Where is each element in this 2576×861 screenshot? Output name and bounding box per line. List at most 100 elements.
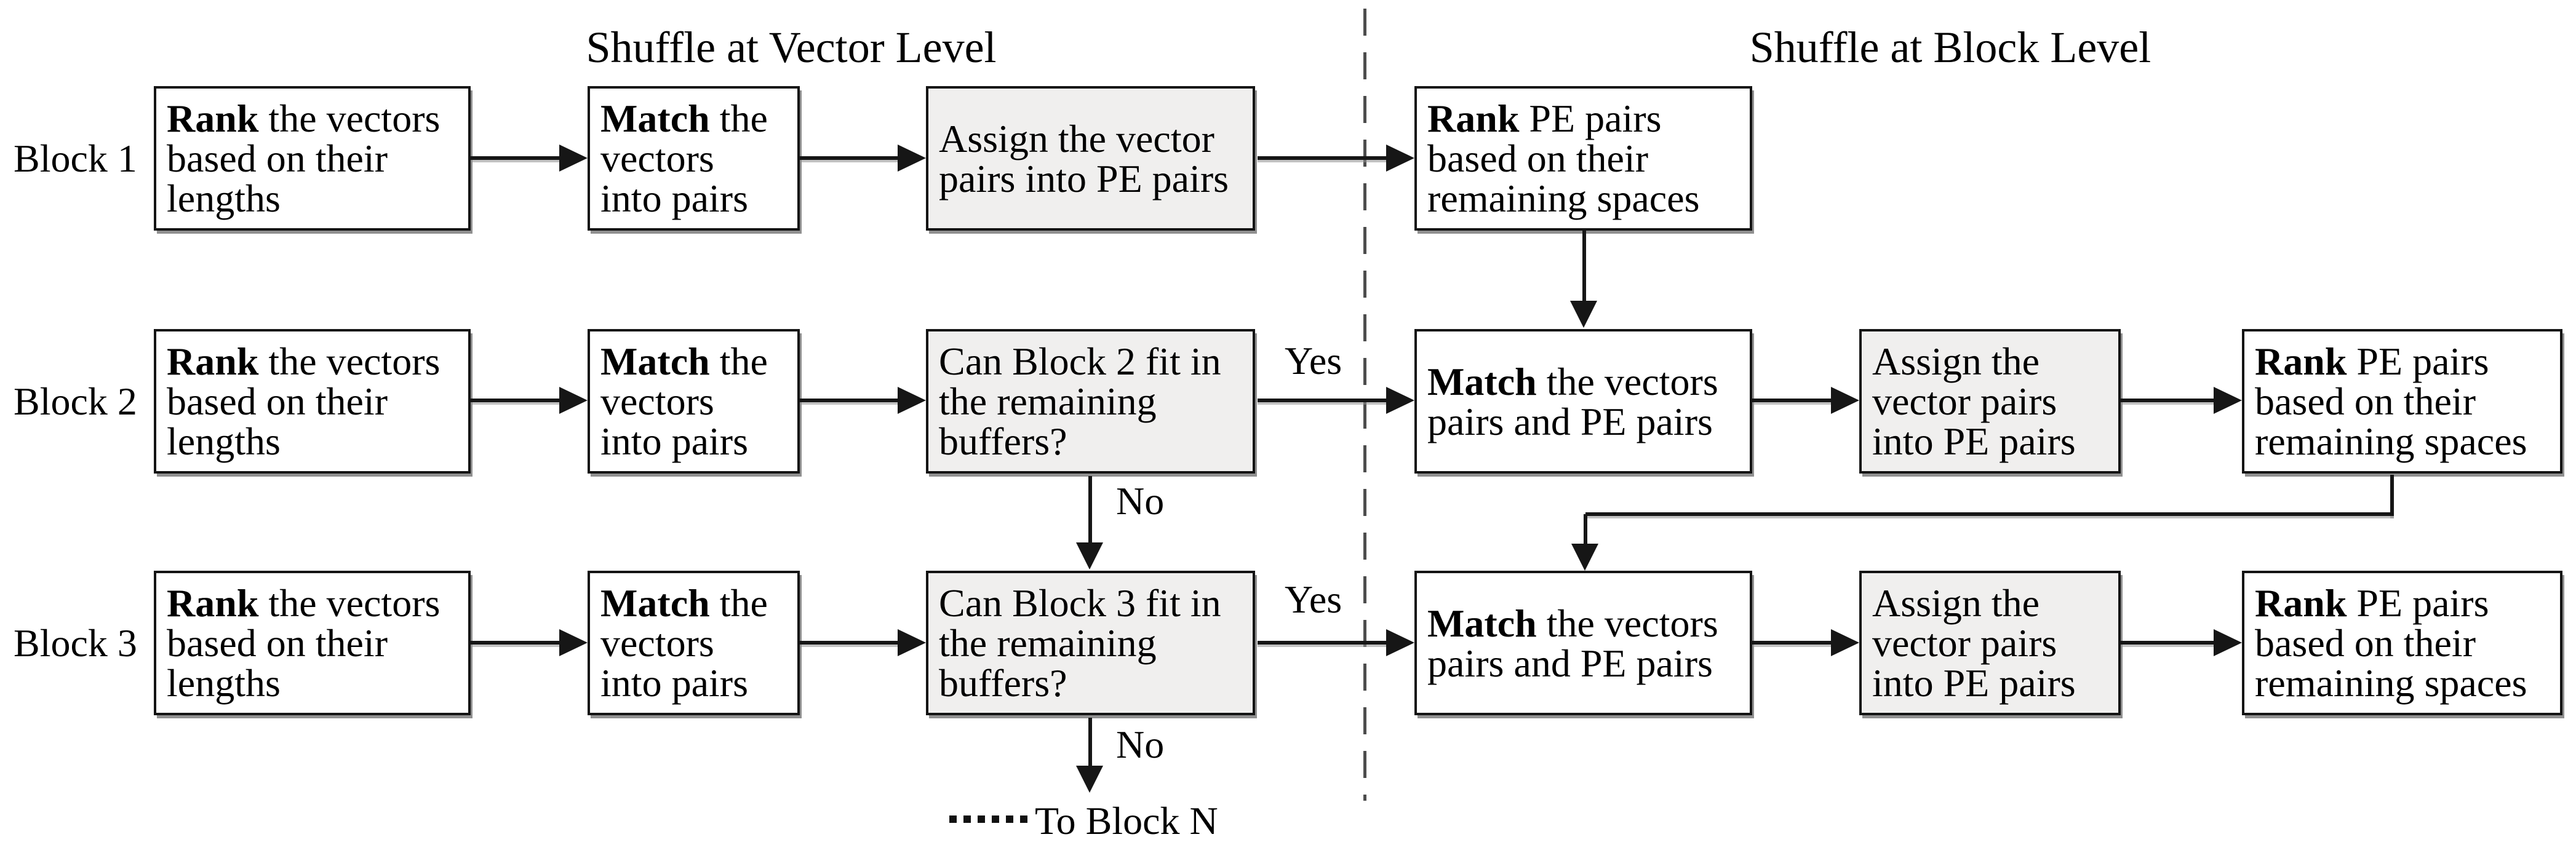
dot (963, 815, 971, 823)
arrow-right-icon (1258, 144, 1414, 172)
node-can-block3-fit: Can Block 3 fit in the remaining buffers… (926, 571, 1255, 715)
node-line: Assign the vector (939, 116, 1214, 161)
section-divider-dashed-line (1363, 9, 1366, 801)
node-line: lengths (167, 661, 281, 705)
arrow-right-icon (471, 144, 588, 172)
arrow-down-no-icon (1076, 718, 1104, 793)
node-rank-pe-pairs-row3: Rank PE pairs based on their remaining s… (2242, 571, 2562, 715)
node-match-pairs-row2: Match the vectors pairs and PE pairs (1414, 329, 1752, 474)
arrow-right-icon (800, 629, 926, 657)
arrow-right-icon (1752, 629, 1859, 657)
arrow-right-icon (2121, 629, 2242, 657)
node-line: Can Block 2 fit in (939, 339, 1221, 383)
node-assign-vector-pairs-row3: Assign the vector pairs into PE pairs (1859, 571, 2121, 715)
node-line: pairs and PE pairs (1427, 641, 1713, 685)
dot (1006, 815, 1013, 823)
edge-label-no-row3: No (1116, 723, 1165, 766)
node-line: based on their (167, 621, 388, 665)
arrow-right-icon (800, 386, 926, 415)
arrow-right-yes-icon (1258, 386, 1414, 415)
node-line: Match the (600, 341, 795, 381)
arrow-down-icon (1571, 514, 1600, 571)
arrow-right-icon (471, 629, 588, 657)
node-line: into PE pairs (1872, 419, 2076, 463)
node-assign-vector-pairs-row2: Assign the vector pairs into PE pairs (1859, 329, 2121, 474)
node-rank-vectors-row2: Rank the vectors based on their lengths (154, 329, 471, 474)
node-line: Rank the vectors (167, 98, 466, 138)
node-line: vectors (600, 137, 714, 180)
node-line-rest: the vectors (1536, 359, 1718, 403)
node-line: vector pairs (1872, 379, 2057, 423)
arrow-right-icon (1752, 386, 1859, 415)
row-label-block-3: Block 3 (14, 621, 137, 665)
node-line: based on their (167, 379, 388, 423)
node-line-rest: the (709, 97, 768, 140)
arrow-right-icon (800, 144, 926, 172)
node-line: vectors (600, 379, 714, 423)
node-line-bold: Rank (167, 97, 259, 140)
node-line: Match the vectors (1427, 362, 1747, 402)
node-rank-pe-pairs-row2: Rank PE pairs based on their remaining s… (2242, 329, 2562, 474)
node-line: vector pairs (1872, 621, 2057, 665)
node-rank-vectors-row3: Rank the vectors based on their lengths (154, 571, 471, 715)
dot (978, 815, 985, 823)
node-line: based on their (167, 137, 388, 180)
node-line: Can Block 3 fit in (939, 581, 1221, 625)
node-line-rest: the vectors (258, 339, 441, 383)
node-line: into pairs (600, 661, 748, 705)
node-line-rest: the vectors (1536, 601, 1718, 645)
arrow-down-icon (1570, 231, 1598, 328)
node-line: the remaining (939, 379, 1157, 423)
node-line-bold: Rank (2255, 339, 2347, 383)
node-line: into PE pairs (1872, 661, 2076, 705)
node-line: Rank PE pairs (2255, 341, 2558, 381)
node-line: Rank the vectors (167, 341, 466, 381)
node-line: pairs into PE pairs (939, 156, 1229, 200)
elbow-connector-horizontal (1585, 512, 2394, 516)
node-line: lengths (167, 419, 281, 463)
node-line-rest: the (709, 581, 768, 625)
node-match-pairs-row3: Match the vectors pairs and PE pairs (1414, 571, 1752, 715)
node-line-bold: Match (600, 97, 710, 140)
node-line: based on their (2255, 621, 2476, 665)
node-line: Rank the vectors (167, 583, 466, 623)
node-line-bold: Rank (167, 581, 259, 625)
node-line: vectors (600, 621, 714, 665)
node-line-bold: Match (1427, 359, 1537, 403)
dot (992, 815, 999, 823)
section-title-block-level: Shuffle at Block Level (1749, 23, 2151, 72)
node-line-bold: Match (600, 581, 710, 625)
section-title-vector-level: Shuffle at Vector Level (586, 23, 997, 72)
arrow-down-no-icon (1076, 476, 1104, 569)
node-rank-pe-pairs-row1: Rank PE pairs based on their remaining s… (1414, 86, 1752, 231)
elbow-connector-vertical (2390, 475, 2394, 516)
node-line-rest: the (709, 339, 768, 383)
node-line: Assign the (1872, 339, 2040, 383)
node-line: Match the vectors (1427, 603, 1747, 643)
node-match-vectors-row3: Match the vectors into pairs (588, 571, 800, 715)
node-line: buffers? (939, 661, 1067, 705)
node-line-rest: the vectors (258, 581, 441, 625)
node-line-bold: Rank (1427, 97, 1520, 140)
row-label-block-2: Block 2 (14, 379, 137, 423)
node-line: remaining spaces (2255, 419, 2527, 463)
node-line: Match the (600, 98, 795, 138)
arrow-right-icon (2121, 386, 2242, 415)
arrow-right-yes-icon (1258, 629, 1414, 657)
node-line: lengths (167, 177, 281, 220)
node-line: remaining spaces (1427, 177, 1700, 220)
node-line: the remaining (939, 621, 1157, 665)
node-line: based on their (1427, 137, 1648, 180)
node-line-rest: PE pairs (1519, 97, 1662, 140)
node-line: Assign the (1872, 581, 2040, 625)
node-line-bold: Rank (167, 339, 259, 383)
edge-label-yes-row3: Yes (1285, 577, 1342, 621)
node-line-rest: the vectors (258, 97, 441, 140)
node-line: buffers? (939, 419, 1067, 463)
node-line-bold: Rank (2255, 581, 2347, 625)
node-line-rest: PE pairs (2347, 581, 2489, 625)
dot (1020, 815, 1027, 823)
node-line-bold: Match (600, 339, 710, 383)
edge-label-no-row2: No (1116, 479, 1165, 523)
